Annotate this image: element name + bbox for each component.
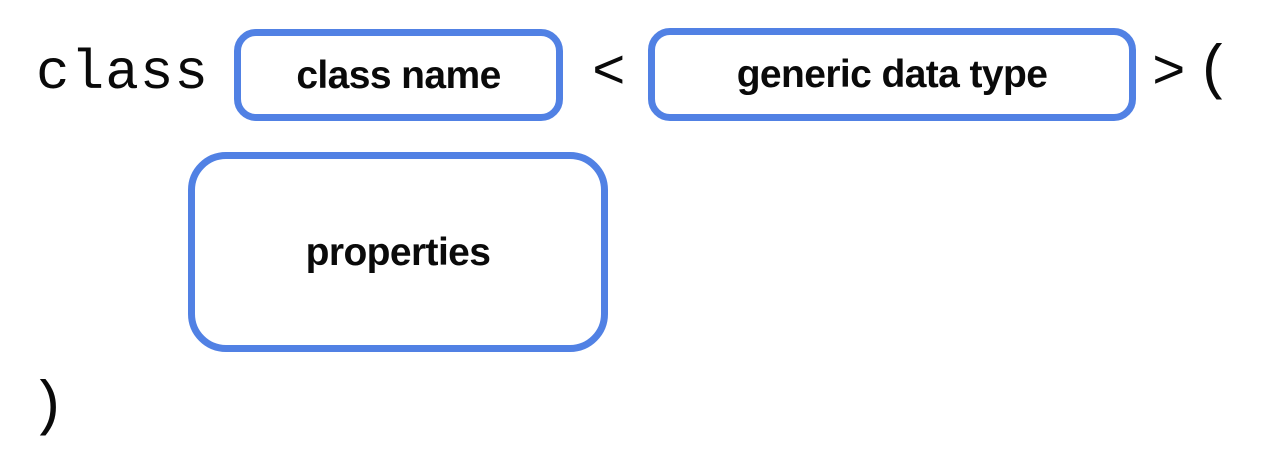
slot-properties[interactable]: properties xyxy=(188,152,608,352)
generic-close-angle-token: > xyxy=(1152,41,1186,105)
slot-generic-data-type-label: generic data type xyxy=(736,53,1048,96)
paren-open-token: ( xyxy=(1196,38,1233,106)
slot-class-name-label: class name xyxy=(296,53,501,97)
slot-generic-data-type[interactable]: generic data type xyxy=(648,28,1136,121)
generic-open-angle-token: < xyxy=(592,41,626,105)
slot-properties-label: properties xyxy=(305,230,491,274)
paren-close-token: ) xyxy=(30,374,67,442)
keyword-class-token: class xyxy=(36,41,210,105)
slot-class-name[interactable]: class name xyxy=(234,29,563,121)
